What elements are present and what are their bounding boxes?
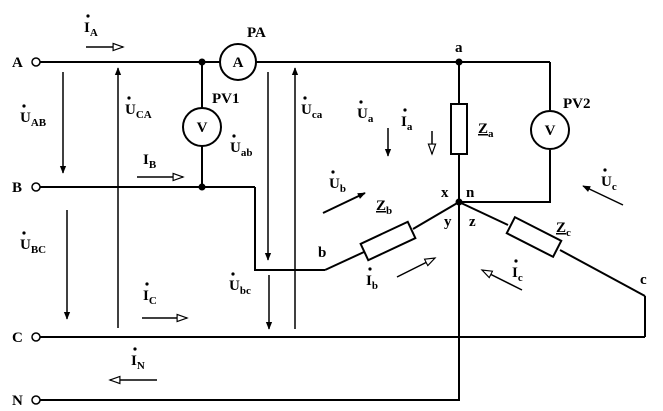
phase-b-wire-1 bbox=[324, 251, 365, 271]
label-Uc: Uc bbox=[601, 168, 617, 193]
svg-text:Zc: Zc bbox=[556, 220, 571, 239]
label-Ua: Ua bbox=[357, 100, 374, 125]
svg-text:Ib: Ib bbox=[366, 273, 378, 292]
terminal-C bbox=[31, 332, 41, 342]
junctions bbox=[198, 58, 463, 206]
svg-text:Ic: Ic bbox=[512, 265, 523, 284]
svg-text:UCA: UCA bbox=[125, 102, 152, 121]
label-Ubc: Ubc bbox=[229, 272, 251, 297]
svg-text:IC: IC bbox=[143, 288, 157, 307]
label-UBC: UBC bbox=[20, 231, 46, 256]
arrow-Ib bbox=[396, 258, 435, 278]
svg-text:Za: Za bbox=[478, 121, 494, 140]
svg-text:Ua: Ua bbox=[357, 106, 374, 125]
ammeter-PA: A bbox=[219, 43, 257, 81]
label-Ub: Ub bbox=[329, 170, 346, 195]
terminal-label-B: B bbox=[12, 180, 22, 196]
label-Zc: Zc bbox=[556, 220, 571, 239]
node-label-c: c bbox=[640, 272, 647, 288]
ammeter-symbol: A bbox=[233, 55, 244, 71]
voltmeter2-symbol: V bbox=[545, 123, 556, 139]
label-Zb: Zb bbox=[376, 198, 392, 217]
voltmeter2-label: PV2 bbox=[563, 96, 591, 112]
junction-dot bbox=[455, 58, 463, 66]
line-N bbox=[40, 202, 460, 401]
junction-dot bbox=[455, 198, 463, 206]
impedance-Zc bbox=[505, 215, 563, 259]
wires bbox=[40, 61, 646, 401]
voltage-arrows bbox=[59, 67, 624, 330]
svg-text:Uc: Uc bbox=[601, 174, 617, 193]
label-IC: IC bbox=[143, 282, 157, 307]
phase-b-wire-2 bbox=[412, 201, 460, 230]
arrow-Ic bbox=[482, 270, 523, 291]
terminal-label-N: N bbox=[12, 393, 23, 409]
terminal-B bbox=[31, 182, 41, 192]
svg-text:UBC: UBC bbox=[20, 237, 46, 256]
label-Ib: Ib bbox=[366, 267, 378, 292]
label-IA: IA bbox=[84, 14, 98, 39]
svg-text:Uab: Uab bbox=[230, 140, 252, 159]
voltmeter-PV2: V bbox=[530, 110, 570, 150]
svg-text:Zb: Zb bbox=[376, 198, 392, 217]
terminal-N bbox=[31, 395, 41, 405]
svg-text:Ia: Ia bbox=[401, 114, 413, 133]
node-label-b: b bbox=[318, 245, 326, 261]
junction-dot bbox=[198, 58, 206, 66]
node-label-y: y bbox=[444, 214, 452, 230]
phase-c-wire-1 bbox=[458, 201, 509, 226]
node-label-n: n bbox=[466, 185, 475, 201]
terminals bbox=[31, 57, 41, 405]
svg-text:IA: IA bbox=[84, 20, 98, 39]
label-UCA: UCA bbox=[125, 96, 152, 121]
arrow-Uc bbox=[582, 185, 624, 206]
label-Ia: Ia bbox=[401, 108, 413, 133]
line-B-to-b bbox=[254, 187, 325, 271]
impedance-Za bbox=[450, 103, 468, 155]
arrow-Ub bbox=[322, 192, 366, 214]
phase-c-wire-2 bbox=[559, 249, 646, 297]
label-Uca: Uca bbox=[301, 96, 323, 121]
ammeter-label: PA bbox=[247, 25, 266, 41]
node-label-x: x bbox=[441, 185, 449, 201]
terminal-A bbox=[31, 57, 41, 67]
terminal-label-C: C bbox=[12, 330, 23, 346]
label-IN: IN bbox=[131, 347, 145, 372]
label-Za: Za bbox=[478, 121, 494, 140]
svg-text:IN: IN bbox=[131, 353, 145, 372]
impedance-Zb bbox=[359, 220, 417, 262]
label-IB: IB bbox=[143, 152, 157, 171]
node-label-a: a bbox=[455, 40, 463, 56]
label-UAB: UAB bbox=[20, 104, 47, 129]
pv2-lead-bottom bbox=[459, 150, 551, 203]
svg-text:Ub: Ub bbox=[329, 176, 346, 195]
node-label-z: z bbox=[469, 214, 476, 230]
svg-text:Ubc: Ubc bbox=[229, 278, 251, 297]
svg-text:UAB: UAB bbox=[20, 110, 47, 129]
voltmeter-PV1: V bbox=[182, 107, 222, 147]
terminal-label-A: A bbox=[12, 55, 23, 71]
current-arrows bbox=[86, 47, 523, 380]
voltmeter1-symbol: V bbox=[197, 120, 208, 136]
junction-dot bbox=[198, 183, 206, 191]
voltmeter1-label: PV1 bbox=[212, 91, 240, 107]
svg-text:IB: IB bbox=[143, 152, 157, 171]
svg-text:Uca: Uca bbox=[301, 102, 323, 121]
label-Uab: Uab bbox=[230, 134, 252, 159]
label-Ic: Ic bbox=[512, 259, 523, 284]
